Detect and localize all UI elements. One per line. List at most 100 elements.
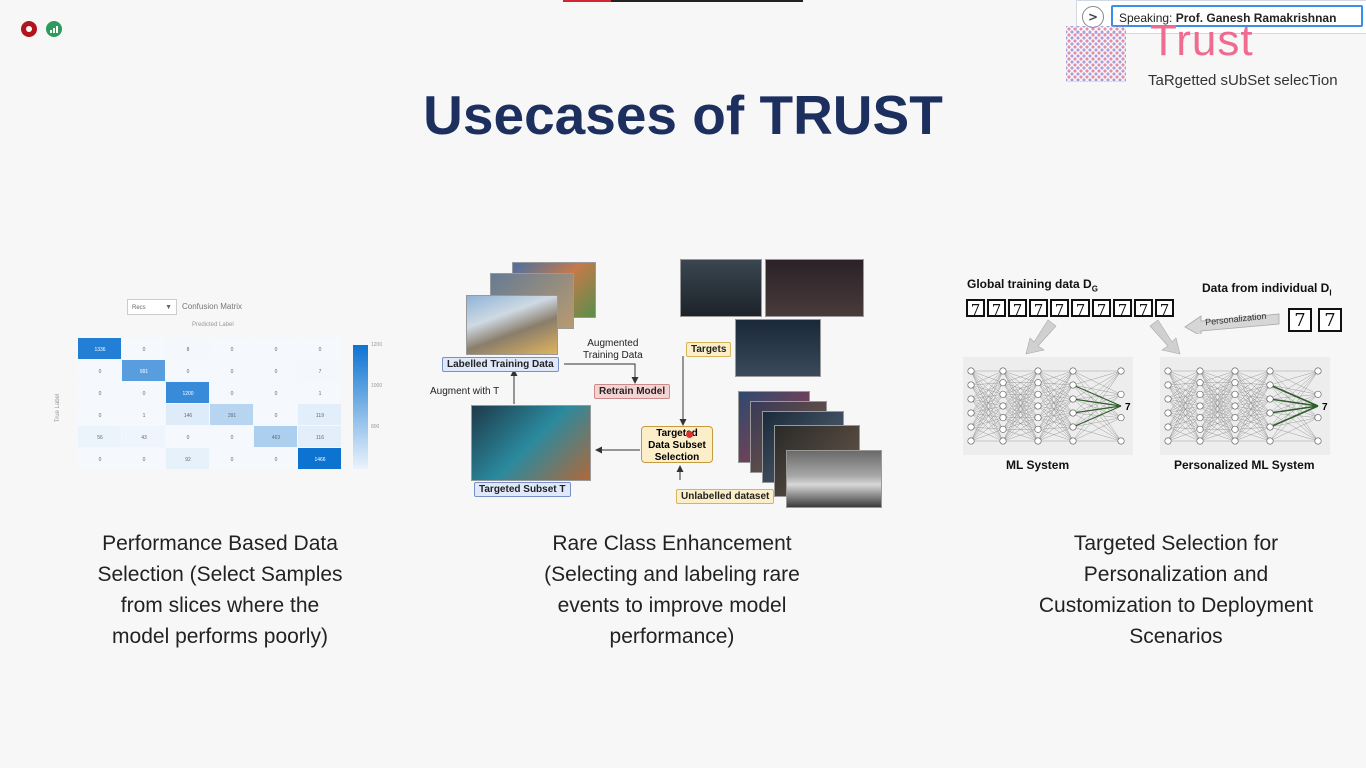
caption-rare-class: Rare Class Enhancement (Selecting and la… bbox=[512, 528, 832, 652]
network-edge bbox=[970, 412, 1004, 430]
network-node bbox=[1117, 367, 1125, 375]
retrain-model-tag: Retrain Model bbox=[594, 384, 671, 399]
network-node bbox=[1231, 379, 1239, 387]
network-edge bbox=[1167, 394, 1201, 442]
network-edge bbox=[1037, 412, 1074, 418]
network-edge bbox=[1002, 370, 1039, 383]
network-edge bbox=[1234, 417, 1271, 442]
network-edge bbox=[1037, 398, 1074, 430]
network-edge bbox=[1199, 370, 1236, 430]
targeted-subset-selection-box: Targeted Data Subset Selection bbox=[641, 426, 713, 463]
network-edge bbox=[1199, 370, 1236, 383]
speaking-indicator: > Speaking: Prof. Ganesh Ramakrishnan bbox=[1076, 0, 1366, 34]
network-node bbox=[1231, 414, 1239, 422]
dropdown-value: Recs bbox=[132, 305, 146, 311]
targeted-line: Targeted bbox=[656, 428, 698, 439]
network-edge bbox=[1269, 398, 1319, 418]
targeted-subset-tag: Targeted Subset T bbox=[474, 482, 571, 497]
matrix-cell-label: 116 bbox=[316, 435, 324, 441]
matrix-cell-label: 119 bbox=[316, 413, 324, 419]
matrix-cell-label: 391 bbox=[228, 413, 237, 419]
network-edge bbox=[1269, 412, 1319, 418]
network-edge bbox=[970, 384, 1004, 418]
network-node bbox=[1164, 409, 1172, 417]
matrix-cell-label: 0 bbox=[319, 347, 322, 353]
network-edge bbox=[970, 384, 1004, 430]
matrix-cell bbox=[78, 382, 121, 403]
network-edge-highlight bbox=[1269, 405, 1319, 428]
network-node bbox=[1034, 437, 1042, 445]
caption-line: (Selecting and labeling rare bbox=[544, 563, 800, 586]
network-node bbox=[1196, 414, 1204, 422]
expand-chevron-icon[interactable]: > bbox=[1082, 6, 1104, 28]
matrix-cell bbox=[298, 426, 341, 447]
network-edge bbox=[1167, 382, 1201, 400]
network-edge bbox=[1234, 384, 1271, 395]
network-node bbox=[1164, 437, 1172, 445]
network-edge bbox=[970, 394, 1004, 414]
confusion-matrix-dropdown[interactable]: Recs ▼ bbox=[127, 299, 177, 315]
targets-tag: Targets bbox=[686, 342, 732, 357]
network-edge bbox=[1002, 370, 1039, 395]
network-edge bbox=[1037, 382, 1074, 428]
network-edge bbox=[1037, 398, 1074, 407]
trust-logo-cube-icon bbox=[1066, 26, 1126, 82]
network-node bbox=[999, 367, 1007, 375]
network-edge bbox=[970, 417, 1004, 428]
matrix-cell-label: 0 bbox=[275, 413, 278, 419]
signal-icon[interactable] bbox=[46, 21, 62, 37]
caption-line: events to improve model bbox=[557, 594, 787, 617]
global-digit: 7 bbox=[987, 299, 1006, 319]
network-edge bbox=[970, 412, 1004, 418]
matrix-cell-label: 0 bbox=[231, 347, 234, 353]
matrix-cell bbox=[210, 360, 253, 381]
network-edge bbox=[1234, 382, 1271, 428]
network-edge bbox=[1167, 417, 1201, 442]
augmented-line: Training Data bbox=[583, 350, 643, 361]
network-edge bbox=[1037, 398, 1074, 442]
network-node bbox=[967, 381, 975, 389]
network-node bbox=[1266, 381, 1274, 389]
matrix-cell bbox=[298, 448, 341, 469]
unlabelled-dataset-tag: Unlabelled dataset bbox=[676, 489, 775, 504]
network-node bbox=[967, 395, 975, 403]
network-edge bbox=[1037, 384, 1074, 430]
confusion-matrix-title: Confusion Matrix bbox=[182, 302, 243, 311]
network-edge bbox=[1037, 405, 1074, 442]
global-digit: 7 bbox=[1050, 299, 1069, 319]
global-digit: 7 bbox=[1155, 299, 1174, 319]
network-node bbox=[999, 425, 1007, 433]
colorbar-tick: 800 bbox=[371, 424, 380, 430]
network-node bbox=[1196, 437, 1204, 445]
matrix-cell bbox=[210, 382, 253, 403]
trust-logo-tagline: TaRgetted sUbSet selecTion bbox=[1148, 72, 1338, 89]
caption-line: Targeted Selection for bbox=[1073, 532, 1279, 555]
network-edge bbox=[1234, 417, 1271, 428]
network-edge bbox=[1199, 382, 1236, 442]
network-edge bbox=[1072, 370, 1122, 442]
network-edge bbox=[1167, 394, 1201, 400]
network-background bbox=[963, 357, 1133, 455]
matrix-cell bbox=[210, 448, 253, 469]
network-node bbox=[1266, 395, 1274, 403]
matrix-cell bbox=[78, 448, 121, 469]
network-node bbox=[1266, 423, 1274, 431]
network-edge bbox=[1072, 417, 1122, 428]
network-edge bbox=[1234, 394, 1271, 442]
matrix-cell-label: 1336 bbox=[94, 347, 105, 353]
record-icon[interactable] bbox=[21, 21, 37, 37]
network-edge bbox=[1167, 370, 1201, 400]
global-digit: 7 bbox=[1071, 299, 1090, 319]
network-edge bbox=[1269, 370, 1319, 400]
network-edge-highlight bbox=[1072, 405, 1122, 428]
matrix-cell bbox=[122, 338, 165, 359]
matrix-cell-label: 0 bbox=[231, 457, 234, 463]
network-edge bbox=[1037, 384, 1074, 442]
network-edge bbox=[1234, 398, 1271, 430]
colorbar-ticks: 1200 1000 800 bbox=[371, 342, 382, 465]
network-edge bbox=[1072, 370, 1122, 414]
caption-line: Scenarios bbox=[1129, 625, 1223, 648]
network-edge bbox=[1234, 370, 1271, 395]
network-node bbox=[1034, 425, 1042, 433]
matrix-cell-label: 0 bbox=[275, 391, 278, 397]
